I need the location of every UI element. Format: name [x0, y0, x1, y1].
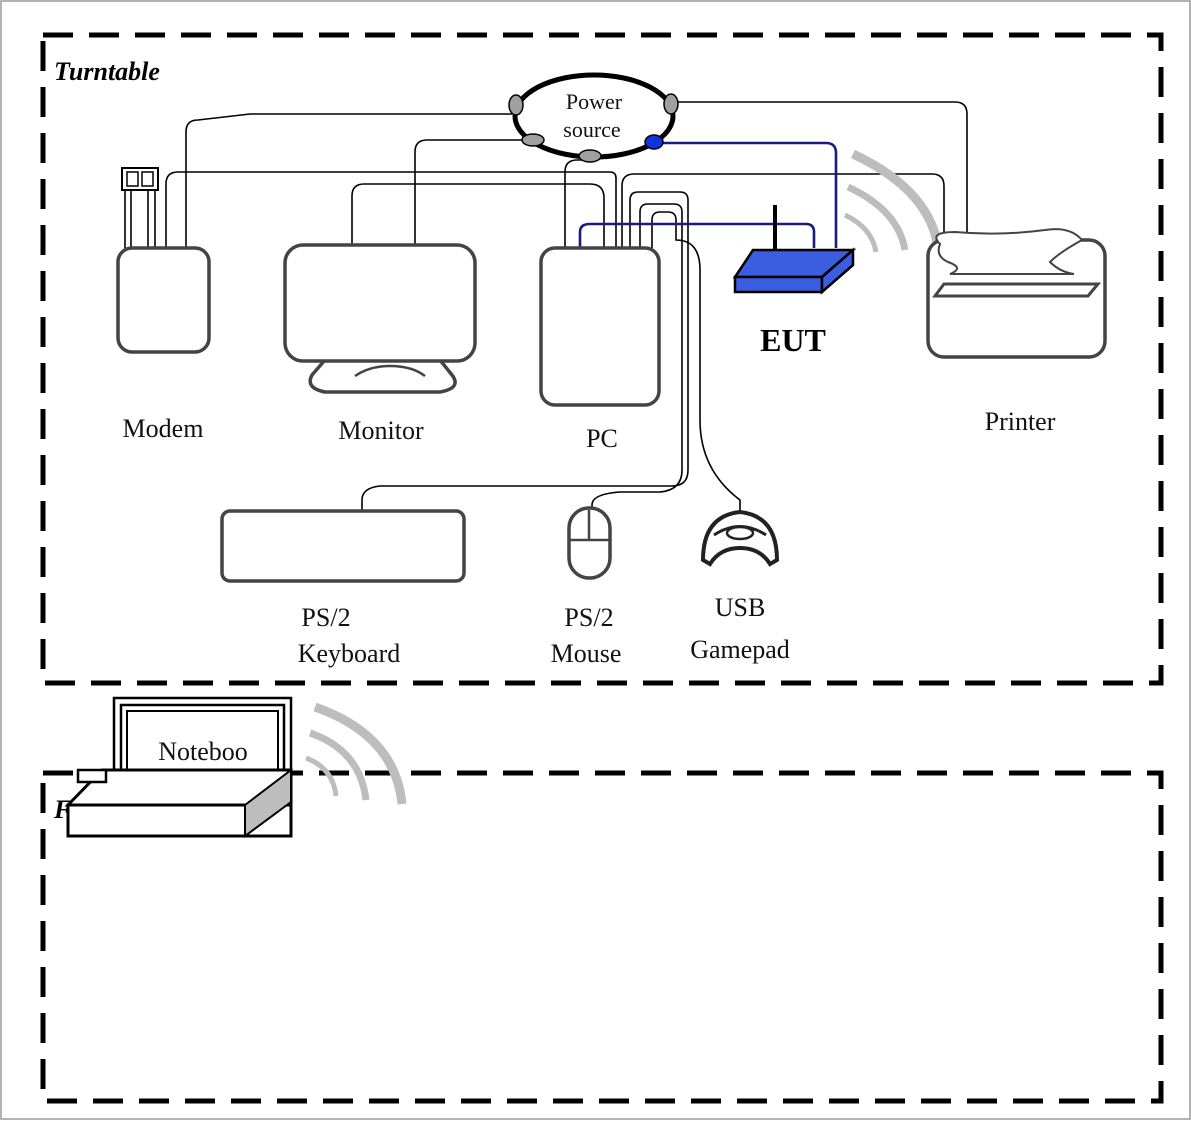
turntable-zone: Turntable — [40, 32, 1164, 686]
eut-label: EUT — [760, 322, 826, 358]
power-source-line2: source — [563, 117, 620, 142]
jack-body — [121, 167, 159, 191]
notebook-label: Noteboo — [158, 737, 248, 766]
notebook-wave-middle — [308, 729, 370, 801]
cable-pc-power — [564, 159, 590, 248]
modem-box — [116, 246, 211, 354]
gamepad-button-cluster — [725, 525, 755, 541]
cable-keyboard — [361, 191, 689, 510]
printer-slot — [932, 282, 1102, 298]
jack-port-2 — [141, 171, 154, 187]
cable-monitor-pc — [351, 183, 605, 248]
power-cables — [124, 101, 968, 512]
mouse-label-line1: PS/2 — [564, 603, 613, 632]
power-source-line1: Power — [566, 89, 623, 114]
gamepad-label-line2: Gamepad — [690, 635, 790, 664]
eut-cables — [578, 141, 838, 248]
notebook-card-slot — [76, 768, 108, 784]
pc: PC — [539, 246, 661, 453]
turntable-label: Turntable — [54, 57, 160, 86]
monitor: Monitor — [283, 243, 477, 445]
eut-signal-waves — [843, 149, 943, 253]
eut-wave-inner — [843, 212, 879, 253]
keyboard-body — [220, 509, 466, 583]
power-plug-left — [508, 94, 524, 116]
power-source: Power source — [508, 72, 679, 163]
keyboard-label-line1: PS/2 — [301, 603, 350, 632]
modem: Modem — [116, 246, 211, 443]
cable-printer-power — [672, 101, 968, 236]
printer-paper — [935, 228, 1084, 275]
notebook-wave-outer — [313, 702, 407, 805]
cable-eut-pc — [578, 222, 816, 248]
eut-device: EUT — [732, 205, 857, 358]
cable-phone-line — [124, 190, 156, 248]
ps2-keyboard: PS/2 Keyboard — [220, 509, 466, 668]
notebook-base-side — [244, 767, 292, 838]
monitor-label: Monitor — [338, 416, 424, 445]
eut-side — [820, 247, 855, 295]
cable-eut-power — [660, 141, 838, 248]
cable-gamepad — [651, 211, 741, 512]
printer: Printer — [926, 228, 1107, 436]
turntable-border — [40, 32, 1164, 686]
eut-front — [733, 275, 824, 294]
notebook-wave-inner — [305, 755, 339, 797]
cable-mouse — [591, 203, 683, 512]
mouse-body — [567, 506, 612, 580]
pc-label: PC — [586, 424, 618, 453]
cable-pc-printer — [621, 173, 945, 248]
cable-modem-pc — [165, 171, 617, 248]
phone-jack — [121, 167, 159, 191]
gamepad-label-line1: USB — [715, 593, 766, 622]
jack-port-1 — [126, 171, 139, 187]
notebook: Noteboo — [64, 696, 293, 838]
eut-wave-outer — [851, 149, 943, 249]
ps2-mouse: PS/2 Mouse — [551, 506, 622, 668]
monitor-stand — [308, 358, 457, 394]
eut-wave-middle — [846, 183, 909, 251]
monitor-stand-arc — [354, 364, 426, 378]
far-end-border — [40, 770, 1164, 1104]
power-plug-right — [663, 93, 679, 115]
power-plug-bottom — [578, 149, 602, 163]
keyboard-label-line2: Keyboard — [298, 639, 401, 668]
mouse-label-line2: Mouse — [551, 639, 622, 668]
cable-monitor-power — [414, 139, 528, 248]
cable-modem-power — [185, 113, 512, 248]
printer-label: Printer — [985, 407, 1056, 436]
modem-label: Modem — [123, 414, 204, 443]
power-plug-eut — [644, 134, 664, 150]
notebook-signal-waves — [305, 702, 407, 805]
usb-gamepad: USB Gamepad — [690, 509, 790, 664]
monitor-screen — [283, 243, 477, 363]
power-plug-lower-left — [521, 133, 545, 147]
pc-tower — [539, 246, 661, 407]
